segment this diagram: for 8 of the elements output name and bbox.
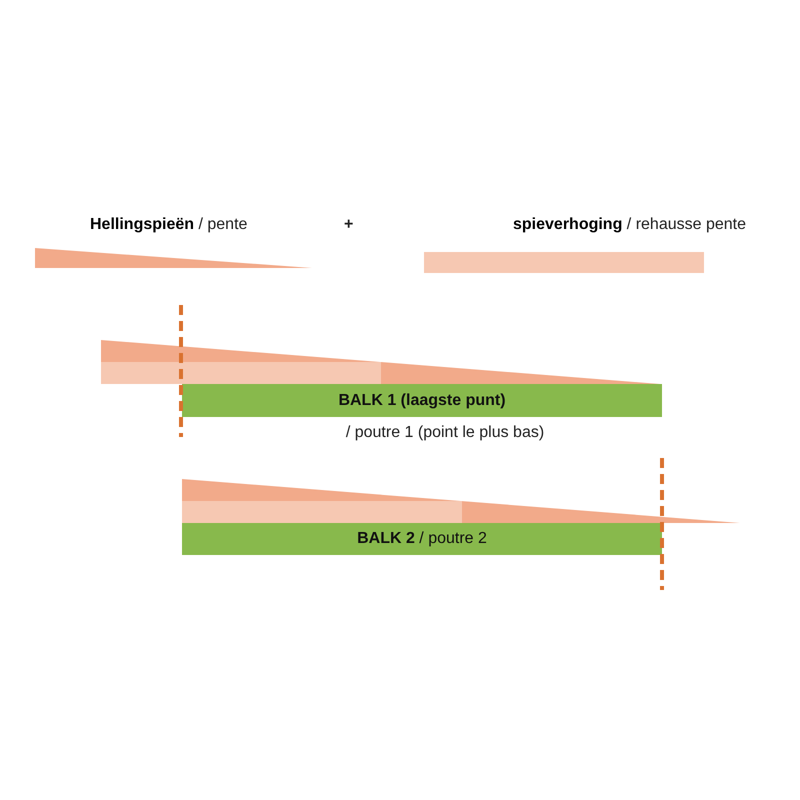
plus-sign: + [344, 216, 354, 234]
beam-label: BALK 1 (laagste punt) [338, 392, 506, 410]
beam-label: BALK 2 / poutre 2 [357, 530, 487, 548]
beam-bar [182, 384, 662, 417]
beam-bar [182, 523, 662, 555]
layer-label: Hellingspieën / pente [90, 216, 248, 234]
layer-label: spieverhoging / rehausse pente [513, 216, 746, 234]
beam-caption: / poutre 1 (point le plus bas) [346, 424, 544, 442]
